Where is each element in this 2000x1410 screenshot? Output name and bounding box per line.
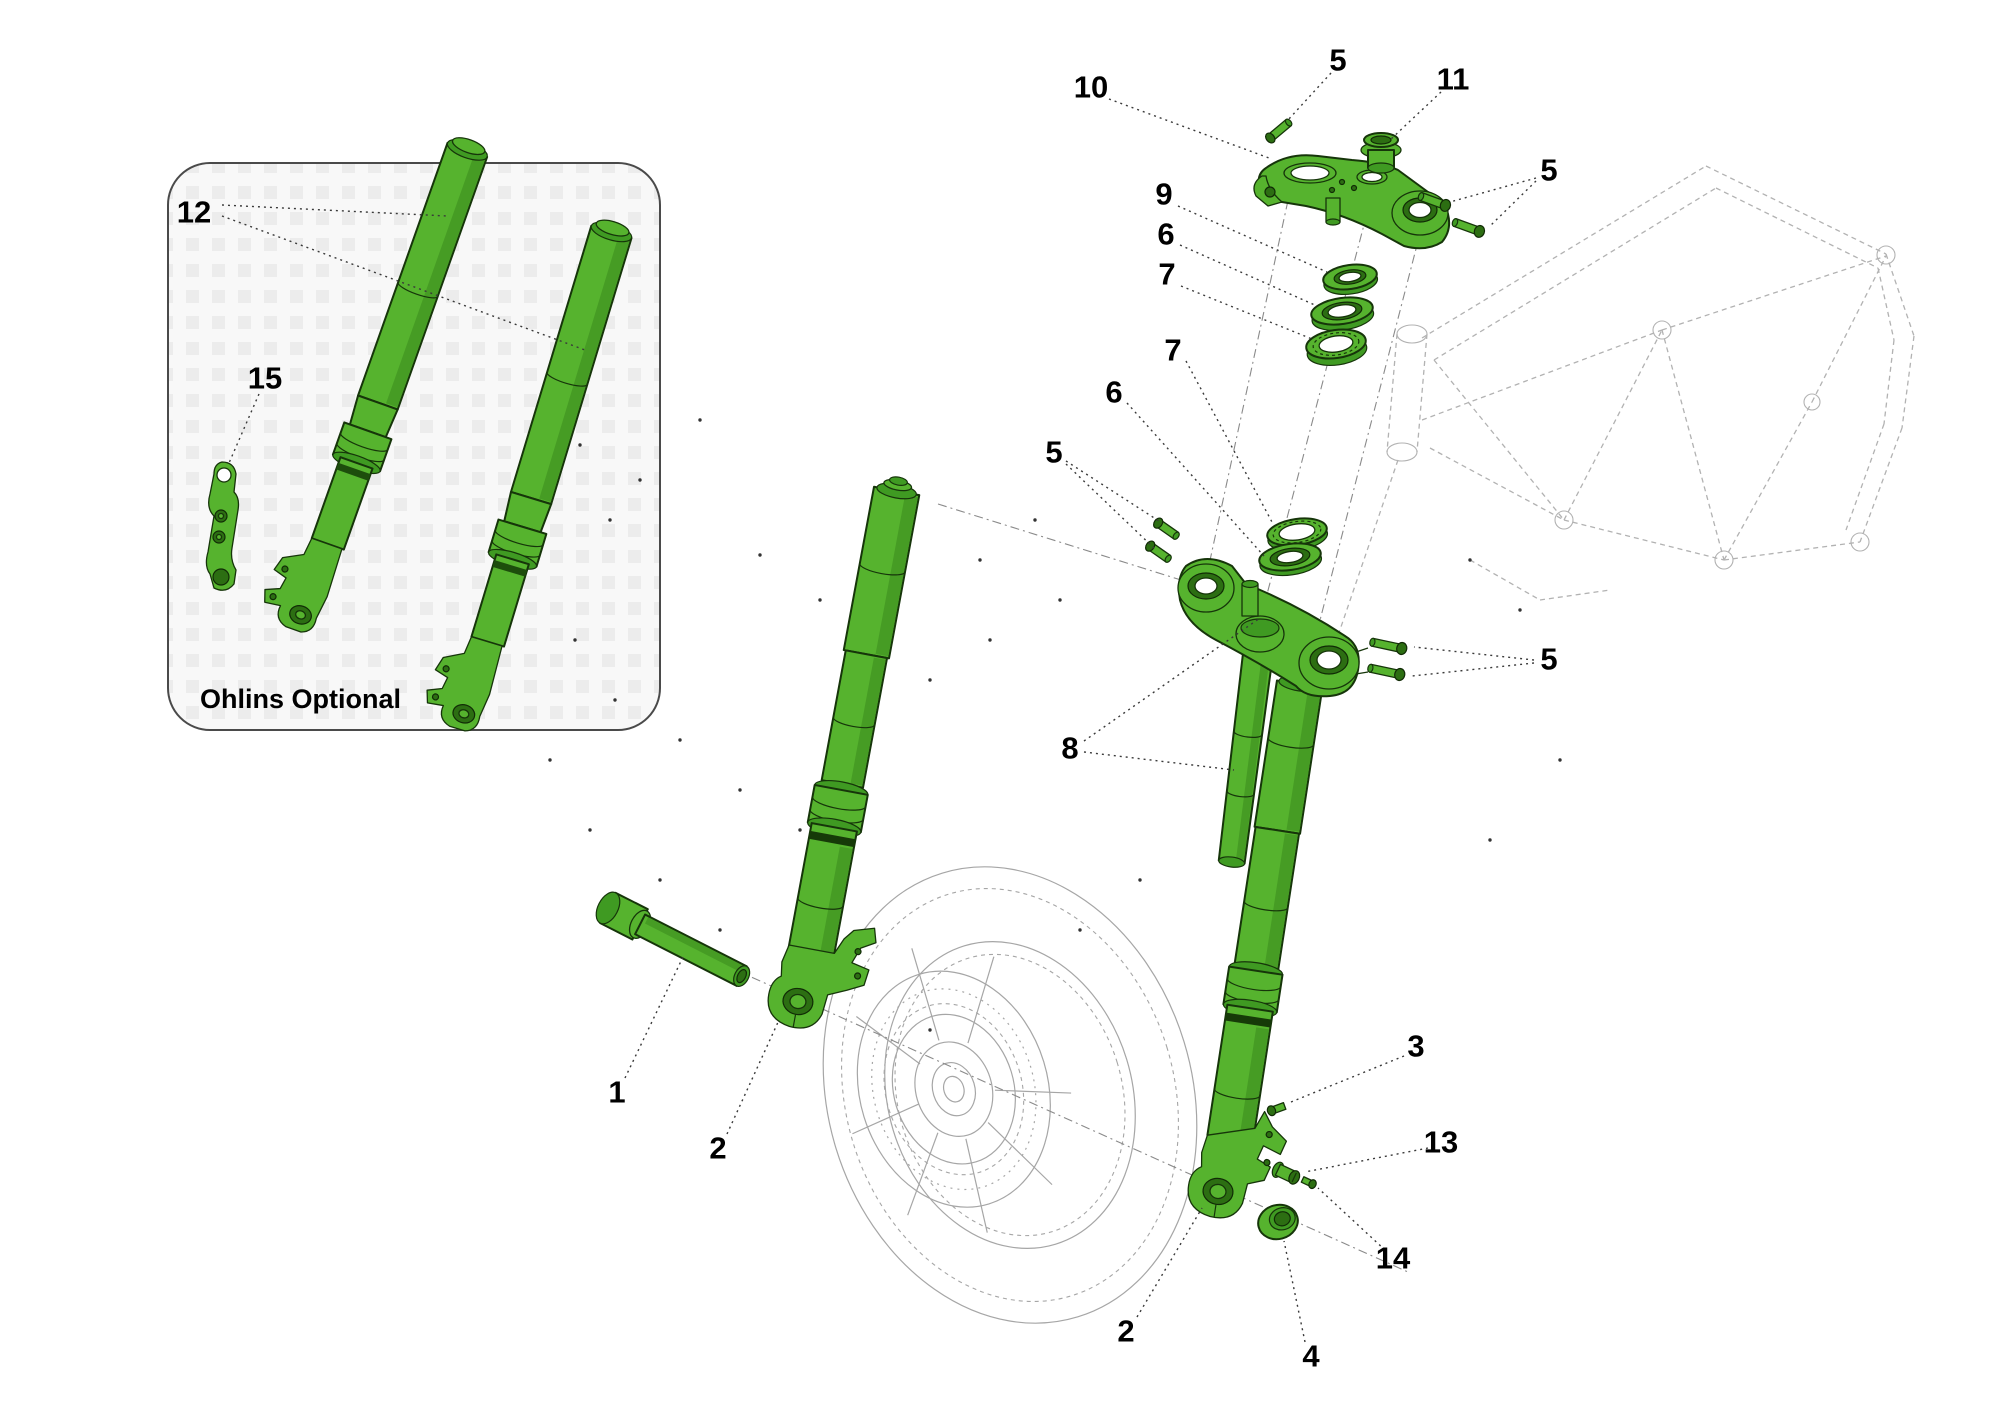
ohlins-fork-leg-left bbox=[264, 137, 489, 633]
callout-4: 4 bbox=[1302, 1338, 1320, 1374]
callout-11: 11 bbox=[1436, 61, 1470, 97]
callout-15: 15 bbox=[247, 360, 283, 396]
callout-5-top: 5 bbox=[1329, 42, 1347, 78]
lower-bearing-part bbox=[1266, 517, 1329, 552]
speckle-dots bbox=[548, 388, 1562, 1032]
pinch-bolt-lower-left-1 bbox=[1153, 517, 1180, 540]
pinch-bolt-lower-right-1 bbox=[1369, 637, 1408, 656]
screw-short-part bbox=[1300, 1176, 1317, 1190]
bottom-bracket-part bbox=[205, 461, 240, 591]
top-yoke-part bbox=[1253, 154, 1451, 250]
callout-1: 1 bbox=[608, 1074, 626, 1110]
fork-leg-left-part bbox=[767, 476, 921, 1029]
screw-part-3 bbox=[1266, 1102, 1287, 1117]
inset-caption: Ohlins Optional bbox=[200, 684, 401, 714]
ohlins-fork-leg-right bbox=[426, 219, 633, 732]
front-axle-part bbox=[595, 891, 751, 988]
lower-seal-part bbox=[1258, 542, 1323, 577]
wheel-ghost bbox=[822, 866, 1198, 1324]
callout-2-left: 2 bbox=[709, 1130, 727, 1166]
bottom-yoke-part bbox=[1177, 558, 1369, 698]
callout-3: 3 bbox=[1407, 1028, 1425, 1064]
callout-8: 8 bbox=[1061, 730, 1079, 766]
quick-release-part bbox=[1271, 1161, 1301, 1185]
leader-lines bbox=[221, 72, 1537, 1343]
callout-6-upper: 6 bbox=[1157, 216, 1175, 252]
steering-nut-part bbox=[1360, 132, 1402, 174]
callout-12: 12 bbox=[176, 194, 212, 230]
pinch-bolt-top-right-1 bbox=[1417, 192, 1452, 212]
frame-ghost bbox=[1281, 165, 1915, 831]
callout-7-upper: 7 bbox=[1158, 256, 1176, 292]
axle-cap-part bbox=[1257, 1203, 1299, 1241]
pinch-bolt-top-part bbox=[1264, 118, 1293, 144]
callout-10: 10 bbox=[1073, 69, 1109, 105]
upper-bearing-part bbox=[1305, 328, 1368, 367]
callout-5-lower-left: 5 bbox=[1045, 434, 1063, 470]
callout-2-right: 2 bbox=[1117, 1313, 1135, 1349]
callout-9: 9 bbox=[1155, 176, 1173, 212]
washer-part bbox=[1322, 263, 1379, 296]
callout-13: 13 bbox=[1423, 1124, 1459, 1160]
fork-leg-right-part bbox=[1187, 669, 1324, 1219]
callout-5-top-right: 5 bbox=[1540, 152, 1558, 188]
callout-14: 14 bbox=[1375, 1240, 1411, 1276]
pinch-bolt-lower-right-2 bbox=[1367, 663, 1406, 682]
callout-6-lower: 6 bbox=[1105, 374, 1123, 410]
callout-7-lower: 7 bbox=[1164, 332, 1182, 368]
callout-5-lower-right: 5 bbox=[1540, 641, 1558, 677]
upper-seal-part bbox=[1310, 296, 1375, 332]
brake-disc-ghost bbox=[852, 948, 1072, 1233]
pinch-bolt-top-right-2 bbox=[1451, 218, 1486, 238]
